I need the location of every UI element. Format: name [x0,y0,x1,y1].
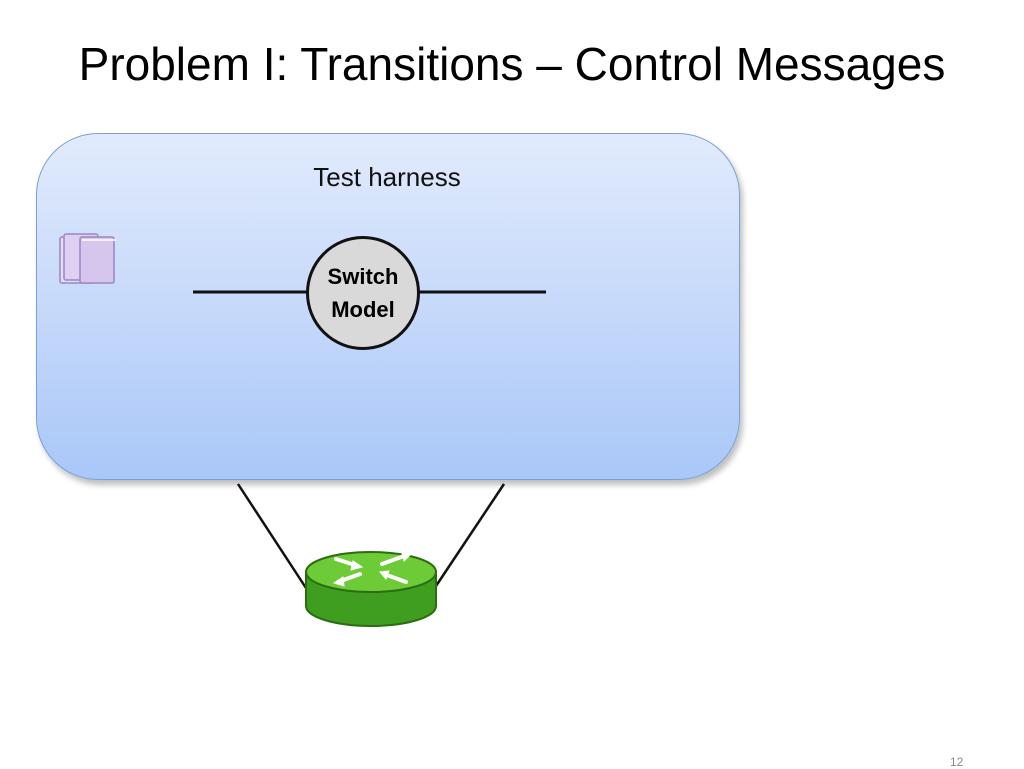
left-link-line [236,483,308,589]
switch-model-node: Switch Model [306,236,420,350]
switch-model-label-line2: Model [331,297,395,322]
slide-title: Problem I: Transitions – Control Message… [78,38,946,90]
document-stack-icon [59,233,116,284]
page-number: 12 [950,755,964,769]
test-harness-label: Test harness [313,162,461,192]
switch-model-label-line1: Switch [327,264,399,289]
router-icon [305,551,437,627]
right-link-line [434,483,506,587]
